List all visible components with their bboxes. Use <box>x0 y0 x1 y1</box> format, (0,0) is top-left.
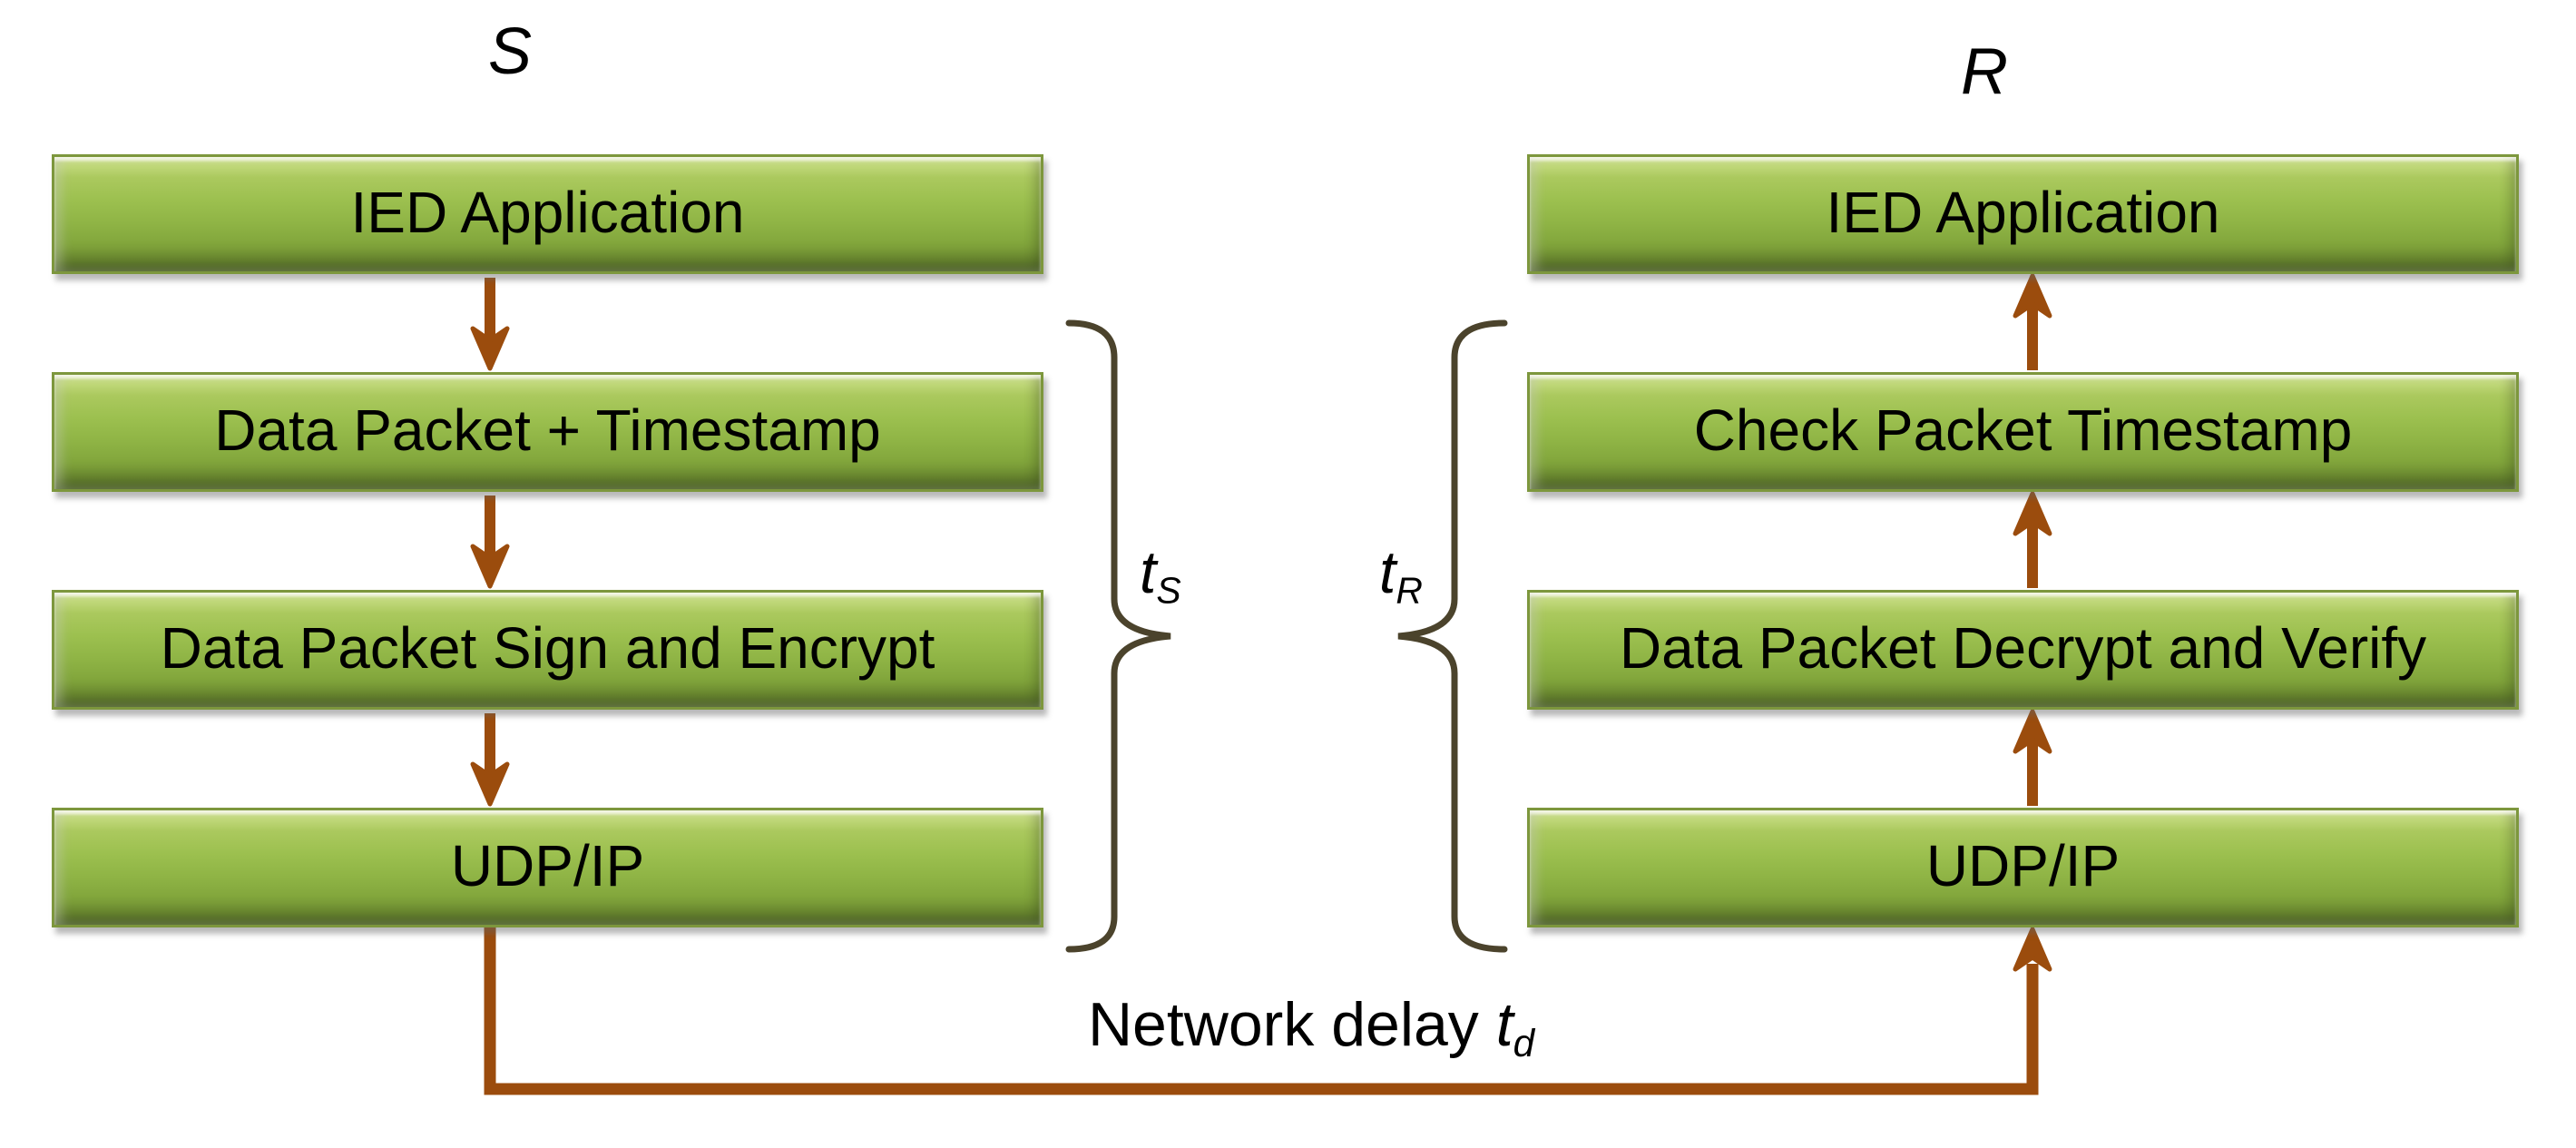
receiver-box-udp-ip: UDP/IP <box>1527 808 2519 927</box>
receiver-box-ied-application: IED Application <box>1527 154 2519 274</box>
receiver-box-check-packet-timestamp: Check Packet Timestamp <box>1527 372 2519 492</box>
network-delay-var: t <box>1495 990 1513 1059</box>
network-delay-subscript: d <box>1513 1021 1535 1065</box>
sender-box-sign-and-encrypt-label: Data Packet Sign and Encrypt <box>160 615 935 681</box>
receiver-up-arrow-1 <box>2013 273 2052 370</box>
sender-box-data-packet-timestamp-label: Data Packet + Timestamp <box>214 397 881 463</box>
sender-down-arrow-1 <box>470 278 510 371</box>
receiver-up-arrow-3 <box>2013 709 2052 806</box>
ts-brace <box>1065 319 1171 953</box>
sender-down-arrow-2 <box>470 496 510 589</box>
ts-label: tS <box>1140 538 1181 612</box>
receiver-box-decrypt-and-verify-label: Data Packet Decrypt and Verify <box>1619 615 2427 681</box>
sender-box-udp-ip: UDP/IP <box>52 808 1043 927</box>
tr-label: tR <box>1379 538 1423 612</box>
sender-column-label: S <box>487 15 533 88</box>
sender-box-data-packet-timestamp: Data Packet + Timestamp <box>52 372 1043 492</box>
tr-brace <box>1397 319 1508 953</box>
ts-label-subscript: S <box>1156 569 1181 612</box>
receiver-box-udp-ip-label: UDP/IP <box>1925 833 2121 898</box>
sender-down-arrow-3 <box>470 713 510 807</box>
network-delay-connector <box>484 927 2052 1095</box>
network-delay-text: Network delay <box>1087 990 1496 1059</box>
receiver-up-arrow-2 <box>2013 491 2052 588</box>
receiver-box-check-packet-timestamp-label: Check Packet Timestamp <box>1693 397 2353 463</box>
sender-box-ied-application-label: IED Application <box>350 180 745 245</box>
receiver-column-label: R <box>1961 35 2008 108</box>
sender-box-udp-ip-label: UDP/IP <box>450 833 645 898</box>
tr-label-subscript: R <box>1396 569 1423 612</box>
network-delay-label: Network delay td <box>944 989 1679 1065</box>
receiver-box-ied-application-label: IED Application <box>1826 180 2220 245</box>
sender-box-ied-application: IED Application <box>52 154 1043 274</box>
receiver-box-decrypt-and-verify: Data Packet Decrypt and Verify <box>1527 590 2519 710</box>
sender-box-sign-and-encrypt: Data Packet Sign and Encrypt <box>52 590 1043 710</box>
